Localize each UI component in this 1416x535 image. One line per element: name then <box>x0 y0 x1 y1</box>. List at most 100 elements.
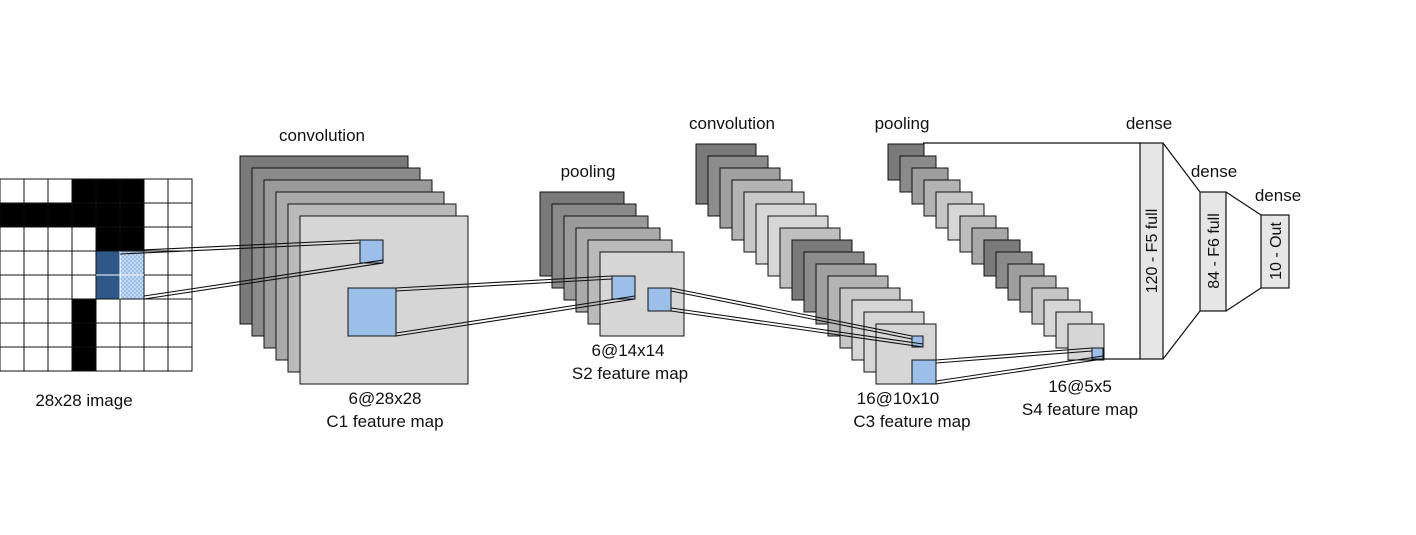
input-pixel <box>95 202 121 228</box>
s2-dims: 6@14x14 <box>591 341 664 360</box>
s2-name: S2 feature map <box>572 364 688 383</box>
connection-line <box>119 242 361 255</box>
connection-line <box>935 347 1093 361</box>
input-pixel <box>167 298 193 324</box>
input-image-grid <box>0 178 193 372</box>
dense1-title: dense <box>1126 114 1172 133</box>
input-pixel <box>95 298 121 324</box>
s4-highlight <box>1091 347 1104 360</box>
input-pixel <box>119 178 145 204</box>
c3-dims: 16@10x10 <box>857 389 940 408</box>
input-pixel <box>47 202 73 228</box>
c3-pool-highlight <box>911 359 937 385</box>
input-pixel <box>0 226 25 252</box>
input-pixel <box>23 322 49 348</box>
connection-line <box>670 290 913 340</box>
input-pixel <box>47 346 73 372</box>
input-pixel <box>119 250 145 276</box>
connection-line <box>395 275 613 289</box>
s2-feature-map-stack <box>539 191 685 337</box>
f6-label: 84 - F6 full <box>1206 213 1223 289</box>
connection-lines <box>119 239 1104 385</box>
s4-feature-map-stack <box>887 143 1105 361</box>
f5-label: 120 - F5 full <box>1144 209 1161 293</box>
input-pixel <box>119 226 145 252</box>
conv2-title: convolution <box>689 114 775 133</box>
c3-kernel-highlight <box>911 335 924 348</box>
input-pixel <box>71 346 97 372</box>
connection-line <box>935 355 1104 382</box>
connection-line <box>143 262 384 300</box>
input-pixel <box>119 202 145 228</box>
input-pixel <box>0 346 25 372</box>
connection-line <box>935 358 1104 385</box>
c1-feature-map-stack <box>239 155 469 385</box>
input-pixel <box>119 298 145 324</box>
input-pixel <box>71 250 97 276</box>
input-pixel <box>119 274 145 300</box>
connection-line <box>395 278 613 292</box>
input-pixel <box>23 250 49 276</box>
s4-dims: 16@5x5 <box>1048 377 1112 396</box>
input-pixel <box>71 178 97 204</box>
input-pixel <box>23 346 49 372</box>
input-pixel <box>71 322 97 348</box>
input-pixel <box>23 226 49 252</box>
input-pixel <box>0 250 25 276</box>
f5-dense-layer <box>1139 142 1164 360</box>
out-label: 10 - Out <box>1268 222 1285 280</box>
input-pixel <box>47 274 73 300</box>
input-pixel <box>71 274 97 300</box>
input-pixel <box>0 202 25 228</box>
c3-name: C3 feature map <box>853 412 970 431</box>
input-pixel <box>143 202 169 228</box>
input-pixel <box>71 226 97 252</box>
input-pixel <box>95 274 121 300</box>
c3-feature-map-stack <box>695 143 937 385</box>
input-pixel <box>143 250 169 276</box>
connection-line <box>395 298 636 337</box>
input-pixel <box>143 298 169 324</box>
s4-name: S4 feature map <box>1022 400 1138 419</box>
input-pixel <box>95 178 121 204</box>
connection-line <box>670 310 924 348</box>
input-pixel <box>167 178 193 204</box>
input-pixel <box>143 346 169 372</box>
conv1-title: convolution <box>279 126 365 145</box>
input-pixel <box>23 298 49 324</box>
connection-line <box>395 295 636 334</box>
connection-line <box>119 239 361 252</box>
connection-line <box>143 259 384 297</box>
c1-name: C1 feature map <box>326 412 443 431</box>
receptive-field-highlights <box>347 239 1104 385</box>
output-dense-layer <box>1260 214 1290 289</box>
input-pixel <box>23 178 49 204</box>
input-pixel <box>0 322 25 348</box>
pool2-title: pooling <box>875 114 930 133</box>
input-pixel <box>143 226 169 252</box>
input-pixel <box>167 322 193 348</box>
input-pixel <box>23 202 49 228</box>
input-pixel <box>167 274 193 300</box>
input-caption: 28x28 image <box>35 391 132 410</box>
input-pixel <box>119 322 145 348</box>
input-pixel <box>71 202 97 228</box>
connection-line <box>670 287 913 337</box>
c1-pool-highlight <box>347 287 397 337</box>
input-pixel <box>95 226 121 252</box>
input-pixel <box>47 178 73 204</box>
input-pixel <box>167 250 193 276</box>
dense2-title: dense <box>1191 162 1237 181</box>
input-pixel <box>143 178 169 204</box>
input-pixel <box>47 322 73 348</box>
input-pixel <box>95 346 121 372</box>
s2-kernel-highlight <box>611 275 636 300</box>
f6-dense-layer <box>1199 191 1227 312</box>
input-pixel <box>71 298 97 324</box>
input-pixel <box>119 346 145 372</box>
input-pixel <box>0 274 25 300</box>
pool1-title: pooling <box>561 162 616 181</box>
c1-dims: 6@28x28 <box>348 389 421 408</box>
